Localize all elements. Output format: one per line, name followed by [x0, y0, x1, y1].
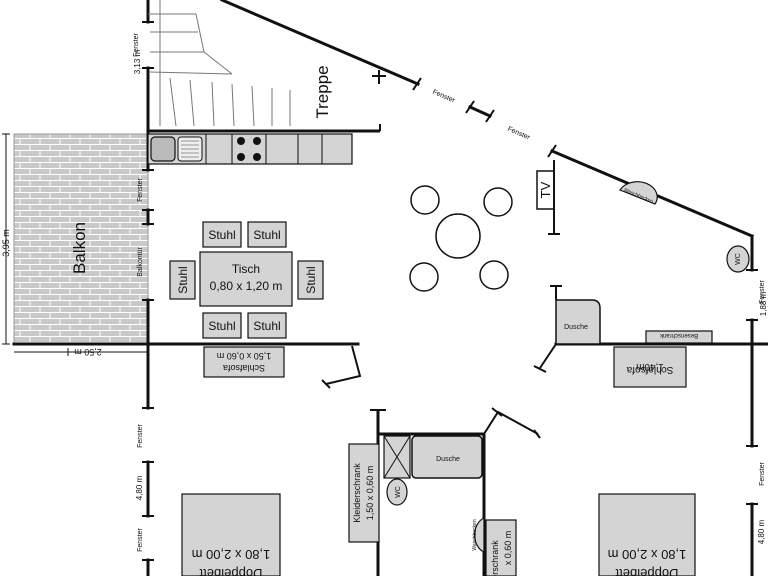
table-name: Tisch: [232, 262, 260, 276]
round-table: [409, 185, 513, 292]
sofa-right-name: Schlafsofa: [626, 364, 673, 375]
chair-label: Stuhl: [253, 228, 280, 242]
wc-icon: WC: [386, 478, 408, 506]
tv-label: TV: [538, 181, 553, 198]
dimension-balkon-height: [2, 133, 10, 345]
chair-label: Stuhl: [304, 266, 318, 293]
tv-unit: TV: [536, 160, 560, 235]
wardrobe-left-name: Kleiderschrank: [352, 463, 362, 523]
sofa-left-name: Schlafsofa: [223, 363, 265, 373]
partition-wall: [321, 345, 362, 389]
balkon-area: Balkon: [13, 133, 149, 345]
chair: Stuhl: [202, 312, 242, 339]
chair: Stuhl: [202, 221, 242, 248]
sofa-left-size: 1,50 x 0,60 m: [217, 351, 272, 361]
sink-icon: [150, 136, 203, 162]
dimension-left-top: 3,13 m: [133, 49, 142, 74]
dimension-balkon-width: [14, 348, 148, 356]
window-label-diag-2: Fenster: [506, 126, 531, 142]
wc-label-upper: WC: [735, 253, 742, 265]
double-bed-left: 1,80 x 2,00 m Doppelbett: [181, 493, 281, 576]
stairs-label: Treppe: [313, 65, 332, 118]
double-bed-right: 1,80 x 2,00 m Doppelbett: [598, 493, 696, 576]
bed-left-name: Doppelbett: [199, 566, 262, 576]
staircase: [148, 0, 291, 127]
dusche-label-upper: Dusche: [564, 324, 588, 331]
dimension-left-mid: 4,80 m: [135, 475, 144, 500]
broom-cupboard: Besenschrank: [645, 330, 713, 344]
window-label-diag-1: Fenster: [431, 89, 456, 105]
dining-table: Tisch 0,80 x 1,20 m: [199, 251, 293, 307]
washbasin-icon: Waschbecken: [472, 517, 485, 553]
sofa-bed-left: 1,50 x 0,60 m Schlafsofa: [203, 346, 285, 378]
bathroom-lower: Dusche: [370, 407, 541, 576]
chair-label: Stuhl: [208, 228, 235, 242]
dimension-balkon-width-label: 2,50 m: [74, 347, 102, 357]
window-label-right-lower: Fenster: [759, 461, 766, 485]
chair: Stuhl: [247, 221, 287, 248]
bed-left-size: 1,80 x 2,00 m: [192, 547, 271, 562]
dimension-balkon-height-label: 3,95 m: [1, 229, 11, 257]
wardrobe-right-name: Kleiderschrank: [490, 540, 500, 576]
wardrobe-left: Kleiderschrank 1,50 x 0,60 m: [348, 443, 380, 543]
shower-upper: Dusche: [533, 285, 601, 373]
wardrobe-left-size: 1,50 x 0,60 m: [365, 466, 375, 521]
window-label-left-lower: Fenster: [137, 423, 144, 447]
wardrobe-right: Kleiderschrank x 0,60 m: [485, 519, 517, 576]
wc-label-lower: WC: [395, 486, 402, 498]
window-label-top-left: Fenster: [133, 32, 140, 56]
sofa-right-size: 1,40m: [636, 361, 664, 372]
dimension-right-lower: 4,80 m: [757, 519, 766, 544]
window-label-left-bottom: Fenster: [137, 527, 144, 551]
waschbecken-label-lower: Waschbecken: [472, 519, 478, 550]
balkon-label: Balkon: [70, 222, 89, 274]
chair: Stuhl: [169, 260, 196, 300]
table-size: 0,80 x 1,20 m: [210, 279, 283, 293]
besenschrank-label: Besenschrank: [659, 332, 698, 338]
chair-label: Stuhl: [253, 319, 280, 333]
chair-label: Stuhl: [208, 319, 235, 333]
window-label-balkon-side: Fenster: [137, 177, 144, 201]
washbasin-icon: Waschbecken: [619, 181, 658, 205]
window-marks: [142, 21, 758, 561]
bed-right-size: 1,80 x 2,00 m: [608, 547, 687, 562]
balkontuer-label: Balkontür: [137, 247, 144, 277]
sofa-bed-right: Schlafsofa 1,40m: [613, 346, 687, 388]
wc-icon: WC: [726, 245, 750, 273]
chair: Stuhl: [247, 312, 287, 339]
wardrobe-right-size: x 0,60 m: [503, 531, 513, 566]
stove-icon: [237, 137, 261, 161]
dimension-right-upper-label: 1,88 m: [759, 291, 768, 316]
chair: Stuhl: [297, 260, 324, 300]
window-label-right-upper: Fenster: [759, 279, 766, 303]
dusche-label-lower: Dusche: [436, 456, 460, 463]
bed-right-name: Doppelbett: [615, 566, 678, 576]
chair-label: Stuhl: [176, 266, 190, 293]
